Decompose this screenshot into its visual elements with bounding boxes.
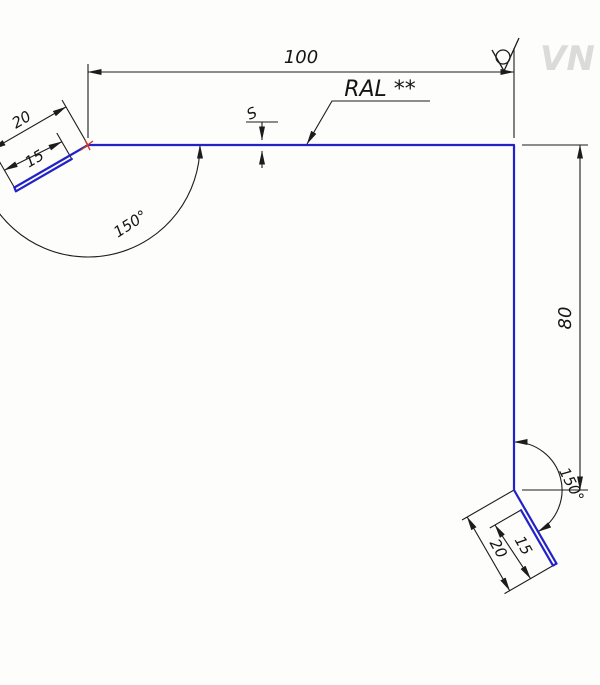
dim-label-left-15: 15 — [22, 146, 48, 171]
angle-label-top-left: 150° — [110, 206, 150, 241]
angle-label-bottom-right: 150° — [555, 465, 587, 505]
watermark-text: VN — [540, 39, 595, 79]
thickness-label-s: S — [244, 103, 261, 124]
leader-line-ral — [306, 100, 430, 145]
profile-hem-left — [13, 157, 73, 193]
angle-arc-top-left — [0, 144, 203, 258]
dim-label-height-80: 80 — [555, 307, 576, 330]
surface-finish-circle — [495, 49, 511, 65]
dimension-line-left-15 — [3, 141, 63, 171]
angle-arc-bottom-right — [513, 439, 563, 533]
coating-label-ral: RAL ** — [344, 77, 416, 102]
dim-label-left-20: 20 — [9, 107, 35, 132]
profile-outline — [13, 143, 558, 565]
dim-label-width-100: 100 — [284, 47, 318, 68]
corner-mark — [80, 139, 94, 151]
surface-finish-icon — [491, 37, 520, 73]
dimension-line-left-20 — [0, 106, 67, 150]
profile-lines — [13, 143, 558, 567]
dimension-line-bottom-20 — [466, 516, 511, 592]
extension-bottom-flange-corner — [461, 489, 515, 521]
corner-mark-stroke-2 — [84, 139, 91, 151]
extension-bottom-flange-hem — [489, 509, 522, 529]
extension-left-flange-end — [0, 161, 15, 188]
dimension-lines — [0, 37, 588, 595]
dim-label-bottom-20: 20 — [486, 536, 511, 562]
profile-hem-bottom — [519, 509, 558, 567]
